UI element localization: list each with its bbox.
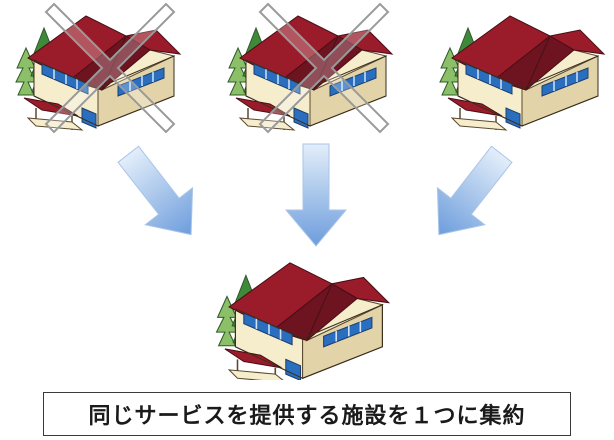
facility-house-3 — [439, 15, 605, 131]
arrow-down-icon — [285, 143, 347, 247]
arrow-down-right-icon — [104, 135, 216, 254]
facility-house-2 — [227, 3, 393, 133]
consolidated-facility-house — [215, 262, 390, 380]
facility-house-1 — [15, 3, 181, 133]
arrow-down-left-icon — [414, 135, 526, 254]
caption-box: 同じサービスを提供する施設を１つに集約 — [43, 392, 571, 436]
caption-text: 同じサービスを提供する施設を１つに集約 — [88, 404, 526, 429]
consolidation-diagram: .tree { fill: #8cc068; stroke: #2f5a2a; … — [15, 3, 605, 380]
